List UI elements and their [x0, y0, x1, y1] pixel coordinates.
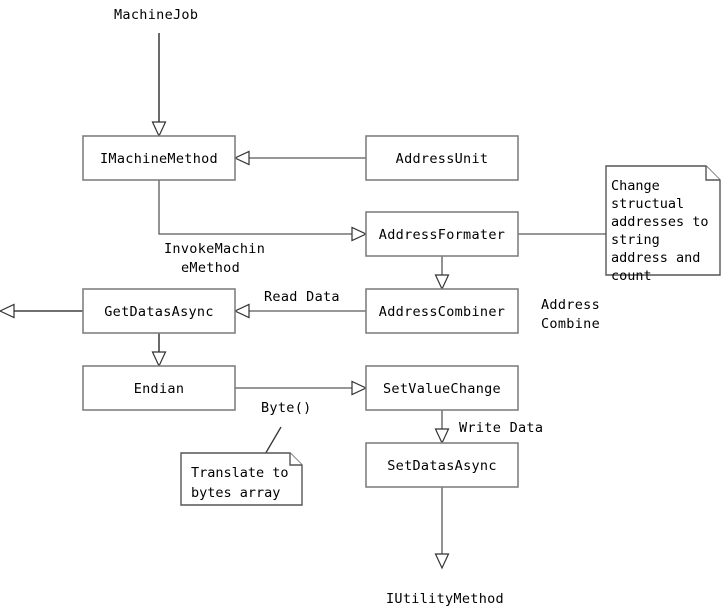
edge-machinejob-to-imachinemethod: [151, 33, 167, 138]
edge-setdatasasync-to-iutilitymethod: [434, 487, 450, 570]
box-label-setvaluechange: SetValueChange: [383, 381, 501, 397]
box-label-endian: Endian: [134, 381, 185, 397]
box-label-addressunit: AddressUnit: [396, 151, 489, 167]
label-invoke-machine-method-line2: eMethod: [181, 260, 240, 276]
box-endian[interactable]: Endian: [82, 365, 236, 411]
label-iutilitymethod: IUtilityMethod: [386, 591, 504, 607]
note-line-4: string: [611, 232, 660, 248]
label-address-combine-line2: Combine: [541, 316, 600, 332]
box-label-getdatasasync: GetDatasAsync: [104, 304, 214, 320]
note-leader-translate-bytes: [263, 426, 282, 457]
box-getdatasasync[interactable]: GetDatasAsync: [82, 288, 236, 334]
note-translate-line-1: Translate to: [191, 465, 289, 481]
edge-getdatasasync-to-left-exit: [0, 303, 83, 319]
box-addresscombiner[interactable]: AddressCombiner: [365, 288, 519, 334]
box-label-setdatasasync: SetDatasAsync: [387, 458, 497, 474]
note-translate-bytes: Translate to bytes array: [180, 452, 303, 506]
box-label-addresscombiner: AddressCombiner: [379, 304, 505, 320]
box-setvaluechange[interactable]: SetValueChange: [365, 365, 519, 411]
label-address-combine-line1: Address: [541, 297, 600, 313]
label-byte-array: Byte(): [261, 400, 312, 416]
box-addressformater[interactable]: AddressFormater: [365, 211, 519, 257]
box-imachinemethod[interactable]: IMachineMethod: [82, 135, 236, 181]
note-line-3: addresses to: [611, 214, 709, 230]
box-setdatasasync[interactable]: SetDatasAsync: [365, 442, 519, 488]
label-read-data: Read Data: [264, 289, 340, 305]
note-translate-line-2: bytes array: [191, 485, 280, 501]
label-write-data: Write Data: [459, 420, 543, 436]
note-line-1: Change: [611, 178, 660, 194]
note-line-5: address and: [611, 250, 700, 266]
note-address-change: Change structual addresses to string add…: [605, 165, 721, 284]
box-label-imachinemethod: IMachineMethod: [100, 151, 218, 167]
edge-imachinemethod-to-addressformater: [158, 180, 368, 242]
edge-addressformater-to-addresscombiner: [434, 256, 450, 291]
label-machinejob: MachineJob: [114, 7, 198, 23]
edge-addressunit-to-imachinemethod: [233, 150, 366, 166]
edge-setvaluechange-to-setdatasasync: [434, 410, 450, 445]
note-line-6: count: [611, 268, 652, 284]
note-line-2: structual: [611, 196, 684, 212]
edge-getdatasasync-to-endian: [151, 333, 167, 368]
label-invoke-machine-method-line1: InvokeMachin: [164, 241, 265, 257]
box-addressunit[interactable]: AddressUnit: [365, 135, 519, 181]
edge-endian-to-setvaluechange: [235, 380, 368, 396]
edge-addresscombiner-to-getdatasasync: [233, 303, 366, 319]
box-label-addressformater: AddressFormater: [379, 227, 505, 243]
